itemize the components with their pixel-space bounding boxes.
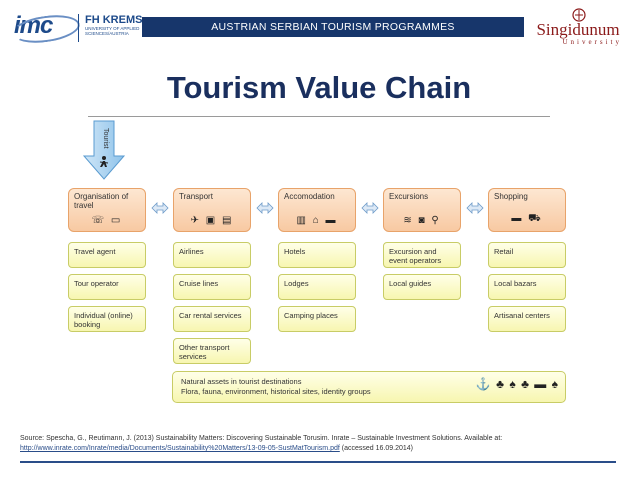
item-lodges: Lodges <box>278 274 356 300</box>
category-label: Accomodation <box>284 192 335 201</box>
category-organisation-of-travel: Organisation of travel ☏ ▭ <box>68 188 146 232</box>
plane-bus-train-icons: ✈ ▣ ▤ <box>190 215 234 226</box>
item-car-rental-services: Car rental services <box>173 306 251 332</box>
item-retail: Retail <box>488 242 566 268</box>
item-local-guides: Local guides <box>383 274 461 300</box>
source-accessed: (accessed 16.09.2014) <box>339 445 413 452</box>
category-label: Shopping <box>494 192 528 201</box>
category-shopping: Shopping ▬ ⛟ <box>488 188 566 232</box>
double-arrow-icon <box>361 202 379 214</box>
fh-krems-title: FH KREMS <box>85 14 143 26</box>
category-accomodation: Accomodation ▥ ⌂ ▬ <box>278 188 356 232</box>
source-text: Source: Spescha, G., Reutimann, J. (2013… <box>20 435 503 442</box>
shopping-cart-icons: ▬ ⛟ <box>511 213 543 224</box>
singidunum-logo: Singidunum University <box>528 8 628 48</box>
walking-person-icon <box>99 156 109 167</box>
page-title: Tourism Value Chain <box>166 70 472 105</box>
natural-assets-box: Natural assets in tourist destinations F… <box>172 371 566 403</box>
fh-krems-subtitle-2: SCIENCES/AUSTRIA <box>85 31 129 36</box>
double-arrow-icon <box>151 202 169 214</box>
category-label: Transport <box>179 192 213 201</box>
item-other-transport-services: Other transport services <box>173 338 251 364</box>
nature-animals-trees-icons: ⚓ ♣ ♠ ♣ ▬ ♠ <box>475 377 559 391</box>
category-transport: Transport ✈ ▣ ▤ <box>173 188 251 232</box>
hotel-house-bed-icons: ▥ ⌂ ▬ <box>296 215 338 226</box>
fh-krems-logo: FH KREMS UNIVERSITY OF APPLIED SCIENCES/… <box>78 14 145 42</box>
singidunum-emblem-icon <box>572 8 586 22</box>
double-arrow-icon <box>256 202 274 214</box>
imc-logo-text: imc <box>14 12 53 39</box>
item-airlines: Airlines <box>173 242 251 268</box>
item-hotels: Hotels <box>278 242 356 268</box>
category-label: Organisation of travel <box>74 192 129 210</box>
fh-krems-subtitle-1: UNIVERSITY OF APPLIED <box>85 26 140 31</box>
imc-logo: imc <box>10 11 82 47</box>
source-citation: Source: Spescha, G., Reutimann, J. (2013… <box>20 434 620 454</box>
item-travel-agent: Travel agent <box>68 242 146 268</box>
double-arrow-icon <box>466 202 484 214</box>
source-link[interactable]: http://www.inrate.com/Inrate/media/Docum… <box>20 445 340 452</box>
item-cruise-lines: Cruise lines <box>173 274 251 300</box>
swim-theatre-bike-icons: ≋ ◙ ⚲ <box>403 215 441 226</box>
item-tour-operator: Tour operator <box>68 274 146 300</box>
programme-banner: AUSTRIAN SERBIAN TOURISM PROGRAMMES <box>142 17 524 37</box>
item-excursion-and-event-operators: Excursion and event operators <box>383 242 461 268</box>
singidunum-name: Singidunum <box>536 20 620 39</box>
title-divider <box>88 116 550 117</box>
singidunum-university: University <box>562 38 622 46</box>
natural-assets-description: Flora, fauna, environment, historical si… <box>181 386 371 396</box>
item-camping-places: Camping places <box>278 306 356 332</box>
phone-and-card-icons: ☏ ▭ <box>91 215 123 226</box>
natural-assets-title: Natural assets in tourist destinations <box>181 377 302 386</box>
category-label: Excursions <box>389 192 429 201</box>
item-artisanal-centers: Artisanal centers <box>488 306 566 332</box>
tourist-label: Tourist <box>102 128 109 149</box>
item-individual-online-booking: Individual (online) booking <box>68 306 146 332</box>
footer-divider <box>20 461 616 463</box>
tourist-down-arrow: Tourist <box>82 120 126 180</box>
category-excursions: Excursions ≋ ◙ ⚲ <box>383 188 461 232</box>
item-local-bazars: Local bazars <box>488 274 566 300</box>
